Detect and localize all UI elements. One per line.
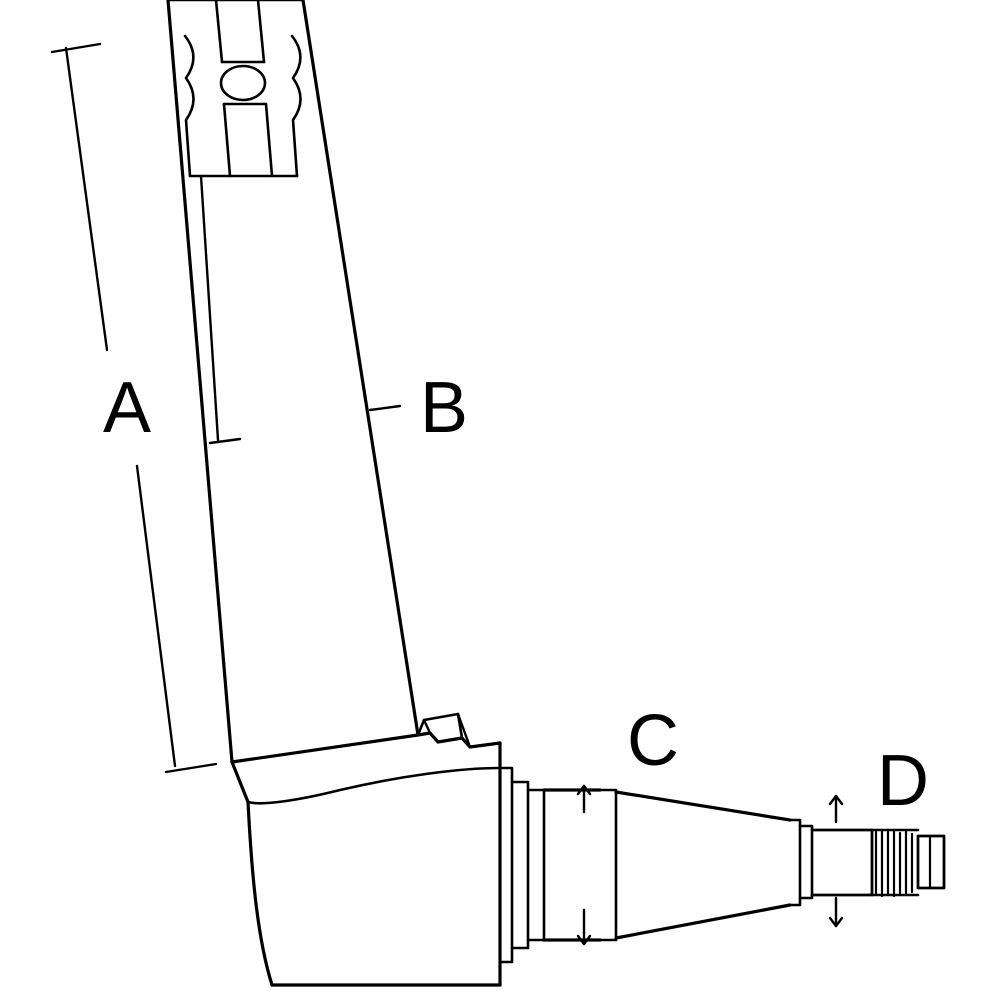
dimension-line-a: [50, 42, 218, 774]
dimension-label-c: C: [627, 701, 679, 781]
dimension-line-b: [208, 404, 402, 445]
dimension-line-c: [576, 784, 592, 946]
threaded-end: [810, 828, 946, 898]
tapered-bearing-seat: [598, 788, 814, 942]
dimension-label-d: D: [877, 741, 929, 821]
bearing-shoulder: [498, 766, 602, 964]
dimension-line-d: [828, 794, 844, 928]
dimension-label-a: A: [103, 368, 152, 448]
spindle-hub-body: [230, 712, 502, 987]
upper-shaft-outline: [166, 0, 420, 764]
shaft-keyway-detail: [183, 0, 302, 442]
dimension-label-b: B: [420, 368, 469, 448]
